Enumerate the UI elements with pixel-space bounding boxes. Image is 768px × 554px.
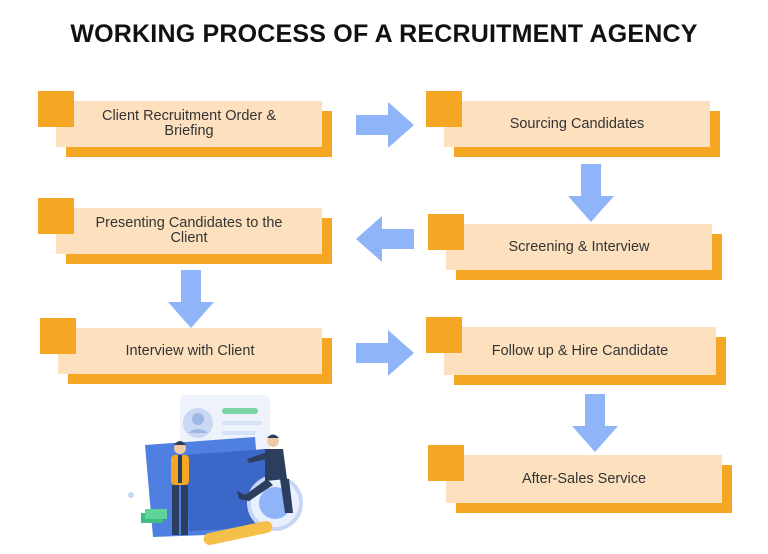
arrow-right-icon [356, 102, 414, 148]
recruitment-illustration [128, 395, 303, 545]
step-box: Client Recruitment Order & Briefing [56, 101, 322, 147]
step-label: Follow up & Hire Candidate [491, 342, 669, 359]
step-corner-square [38, 91, 74, 127]
step-client-recruitment-order: Client Recruitment Order & Briefing [38, 91, 332, 157]
step-sourcing-candidates: Sourcing Candidates [426, 91, 720, 157]
step-box: Presenting Candidates to the Client [56, 208, 322, 254]
step-label: Interview with Client [125, 342, 255, 359]
step-corner-square [426, 317, 462, 353]
arrow-left-icon [356, 216, 414, 262]
arrow-down-icon [568, 164, 614, 222]
step-box: Follow up & Hire Candidate [444, 327, 716, 375]
step-after-sales-service: After-Sales Service [428, 445, 732, 513]
diagram-title: WORKING PROCESS OF A RECRUITMENT AGENCY [70, 20, 698, 48]
step-label: Client Recruitment Order & Briefing [101, 108, 277, 139]
step-corner-square [428, 445, 464, 481]
step-label: Presenting Candidates to the Client [95, 215, 283, 246]
step-box: Screening & Interview [446, 224, 712, 270]
step-label: After-Sales Service [521, 470, 647, 487]
arrow-down-icon [168, 270, 214, 328]
step-label: Sourcing Candidates [509, 115, 645, 132]
step-interview-with-client: Interview with Client [40, 318, 332, 384]
step-corner-square [426, 91, 462, 127]
arrow-right-icon [356, 330, 414, 376]
step-screening-interview: Screening & Interview [428, 214, 722, 280]
step-presenting-candidates: Presenting Candidates to the Client [38, 198, 332, 264]
arrow-down-icon [572, 394, 618, 452]
step-box: After-Sales Service [446, 455, 722, 503]
step-box: Interview with Client [58, 328, 322, 374]
step-box: Sourcing Candidates [444, 101, 710, 147]
step-corner-square [428, 214, 464, 250]
step-corner-square [38, 198, 74, 234]
step-follow-up-hire: Follow up & Hire Candidate [426, 317, 726, 385]
step-label: Screening & Interview [508, 238, 650, 255]
step-corner-square [40, 318, 76, 354]
